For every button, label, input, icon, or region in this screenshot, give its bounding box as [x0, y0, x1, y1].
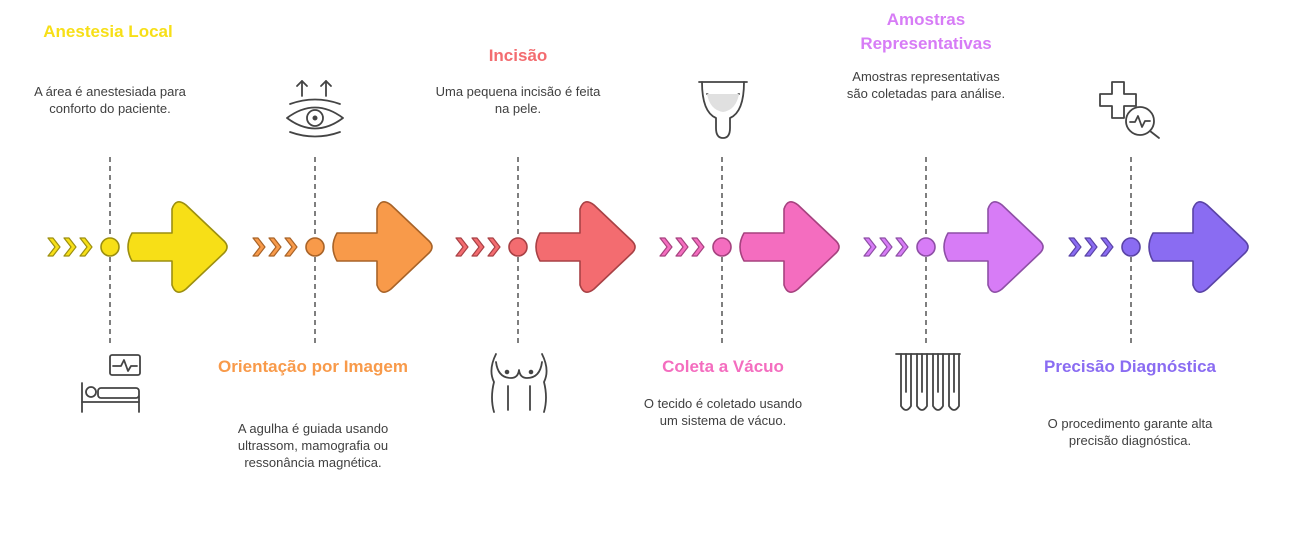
chevron-icon: [659, 237, 673, 257]
step-node: [100, 237, 120, 257]
chevron-icon: [879, 237, 893, 257]
breast-anatomy-icon: [490, 353, 548, 413]
chevron-icon: [1068, 237, 1082, 257]
step-5-stage: [863, 157, 1044, 345]
chevron-icon: [268, 237, 282, 257]
step-3-stage: [455, 157, 636, 345]
vacuum-cup-icon: [698, 81, 748, 139]
chevron-icon: [863, 237, 877, 257]
step-3-description: Uma pequena incisão é feita na pele.: [435, 84, 601, 116]
step-node: [1121, 237, 1141, 257]
chevron-icon: [691, 237, 705, 257]
step-5-title: Amostras Representativas: [860, 10, 992, 53]
chevron-icon: [455, 237, 469, 257]
step-4-title: Coleta a Vácuo: [662, 357, 784, 376]
patient-monitor-icon: [81, 354, 141, 413]
step-2-title: Orientação por Imagem: [218, 357, 408, 376]
chevron-icon: [675, 237, 689, 257]
chevron-icon: [487, 237, 501, 257]
flow-arrow-icon: [332, 201, 433, 293]
step-node: [916, 237, 936, 257]
chevron-icon: [895, 237, 909, 257]
step-6-title: Precisão Diagnóstica: [1044, 357, 1216, 376]
step-2-description: A agulha é guiada usando ultrassom, mamo…: [237, 421, 389, 470]
chevron-icon: [1084, 237, 1098, 257]
test-tubes-icon: [895, 353, 961, 411]
flow-arrow-icon: [127, 201, 228, 293]
medical-analysis-icon: [1099, 81, 1160, 139]
chevron-icon: [284, 237, 298, 257]
step-2-stage: [252, 157, 433, 345]
flow-arrow-icon: [943, 201, 1044, 293]
step-1-title: Anestesia Local: [43, 22, 173, 41]
step-5-description: Amostras representativas são coletadas p…: [846, 69, 1006, 101]
flow-arrow-icon: [739, 201, 840, 293]
step-6-stage: [1068, 157, 1249, 345]
flow-arrow-icon: [535, 201, 636, 293]
step-6-description: O procedimento garante alta precisão dia…: [1047, 416, 1213, 448]
step-node: [508, 237, 528, 257]
step-1-description: A área é anestesiada para conforto do pa…: [34, 84, 186, 116]
chevron-icon: [63, 237, 77, 257]
flow-arrow-icon: [1148, 201, 1249, 293]
eye-scan-icon: [286, 80, 344, 138]
step-node: [712, 237, 732, 257]
chevron-icon: [1100, 237, 1114, 257]
step-node: [305, 237, 325, 257]
chevron-icon: [471, 237, 485, 257]
chevron-icon: [47, 237, 61, 257]
chevron-icon: [79, 237, 93, 257]
step-4-stage: [659, 157, 840, 345]
step-3-title: Incisão: [488, 46, 548, 65]
chevron-icon: [252, 237, 266, 257]
step-4-description: O tecido é coletado usando um sistema de…: [643, 396, 803, 428]
step-1-stage: [47, 157, 228, 345]
